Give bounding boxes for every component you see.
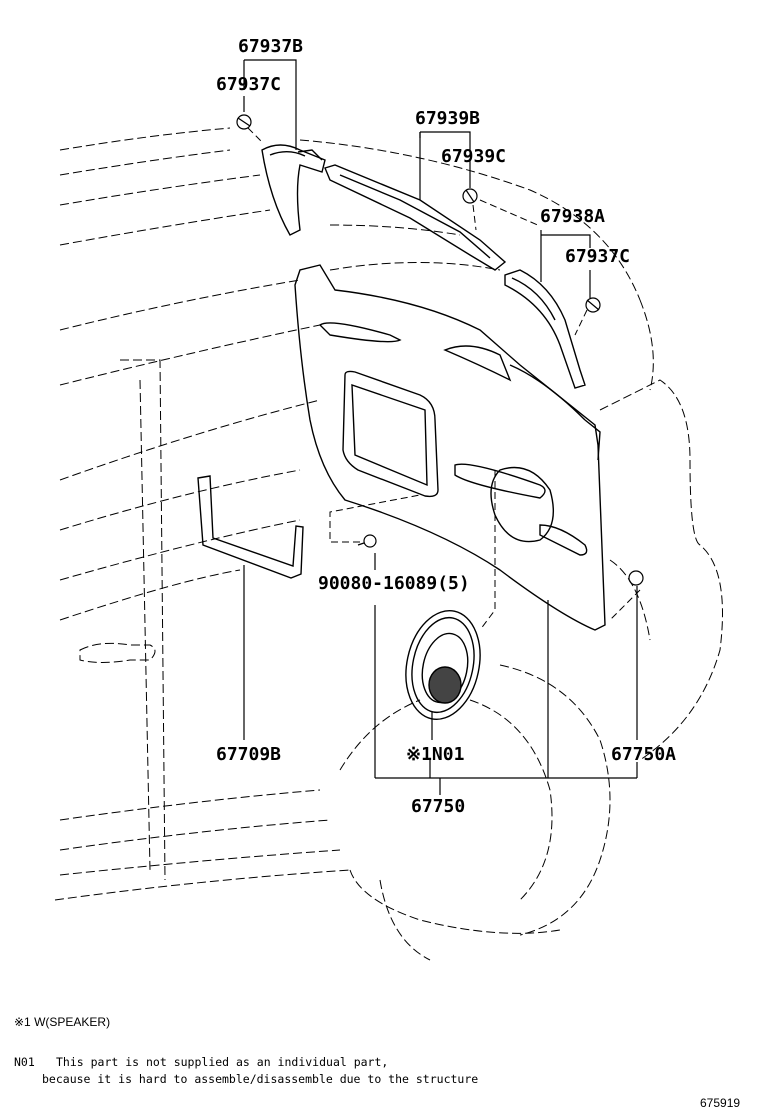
part-number-67938A: 67938A bbox=[540, 206, 606, 227]
dashed-leaders bbox=[247, 127, 641, 631]
screw-icon bbox=[357, 534, 377, 548]
part-number-N01: ※1N01 bbox=[406, 744, 465, 765]
footnote-speaker: ※1 W(SPEAKER) bbox=[14, 1015, 111, 1029]
part-number-67937C-right: 67937C bbox=[565, 246, 631, 267]
clip-icon-center bbox=[462, 188, 478, 204]
note-n01-line2: because it is hard to assemble/disassemb… bbox=[42, 1072, 479, 1086]
part-number-67939C: 67939C bbox=[441, 146, 507, 167]
clip-icon-lower-right bbox=[628, 570, 644, 586]
lower-moulding-strip bbox=[197, 475, 304, 579]
leader-lines bbox=[243, 59, 638, 795]
part-number-67709B: 67709B bbox=[216, 744, 282, 765]
part-number-67937B: 67937B bbox=[238, 36, 304, 57]
speaker-icon bbox=[405, 609, 481, 721]
part-number-67750A: 67750A bbox=[611, 744, 677, 765]
part-number-67750: 67750 bbox=[411, 796, 466, 817]
back-door-trim-panel bbox=[294, 264, 606, 631]
part-number-67937C-top: 67937C bbox=[216, 74, 282, 95]
figure-id: 675919 bbox=[700, 1096, 741, 1110]
note-n01-code: N01 bbox=[14, 1055, 35, 1069]
upper-garnish-left bbox=[261, 144, 326, 236]
clip-icon-right bbox=[585, 297, 601, 313]
upper-garnish-center bbox=[324, 164, 507, 271]
part-number-67939B: 67939B bbox=[415, 108, 481, 129]
clip-icon-top-left bbox=[236, 114, 252, 130]
note-n01-line1: This part is not supplied as an individu… bbox=[56, 1055, 389, 1069]
side-garnish-right bbox=[504, 269, 586, 389]
part-number-90080-16089: 90080-16089(5) bbox=[318, 573, 470, 594]
